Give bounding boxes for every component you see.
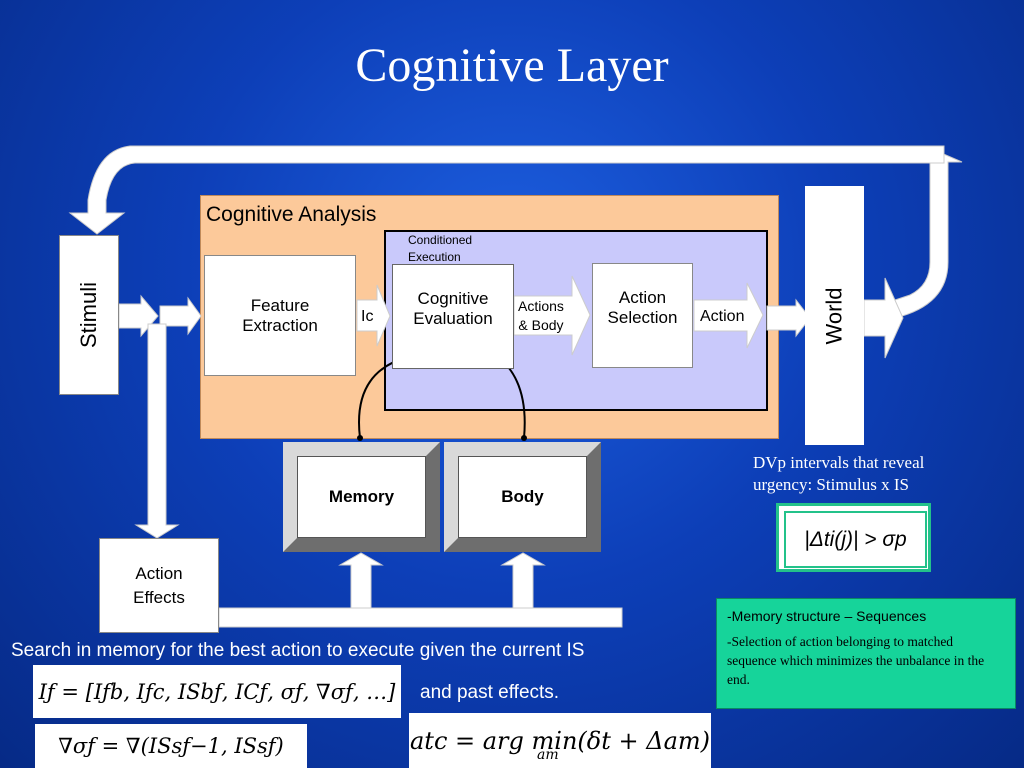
memory-curve-dot	[357, 435, 363, 441]
memory-block: Memory	[283, 442, 440, 552]
cogeval-label-line2: Evaluation	[413, 308, 493, 328]
down-to-effects-arrow	[134, 323, 180, 539]
past-effects-text: and past effects.	[420, 682, 560, 703]
bottom-feedback-bar	[218, 607, 623, 628]
feature-label-line2: Extraction	[242, 315, 318, 335]
note-memory-structure: -Memory structure – Sequences	[727, 608, 927, 624]
dvp-formula-box: |Δti(j)| > σp	[776, 503, 931, 572]
search-memory-text: Search in memory for the best action to …	[11, 640, 585, 661]
argmin-formula-text: atc = arg min(δt + Δam)	[409, 726, 710, 755]
feedback-loop-arrow	[894, 151, 963, 319]
body-block: Body	[444, 442, 601, 552]
dvp-formula: |Δti(j)| > σp	[784, 511, 927, 568]
cognitive-analysis-label: Cognitive Analysis	[206, 203, 377, 226]
action-arrow	[693, 282, 764, 349]
feature-vector-formula: Iƒ = [Iƒb, Iƒc, ISbƒ, ICƒ, σƒ, ∇σƒ, …]	[33, 665, 401, 718]
ic-label: Ic	[361, 308, 374, 325]
actsel-label-line2: Selection	[607, 307, 678, 327]
effects-label-line1: Action	[135, 563, 183, 583]
memory-to-evaluation-curve	[358, 356, 409, 439]
gradient-formula: ∇σƒ = ∇(ISsƒ−1, ISsƒ)	[35, 724, 307, 768]
stimuli-box: Stimuli	[59, 235, 119, 395]
argmin-formula: atc = arg min(δt + Δam) am	[409, 713, 711, 768]
conditioned-label-line1: Conditioned	[408, 233, 473, 247]
body-curve-dot	[521, 435, 527, 441]
feedback-top-arrow	[68, 145, 945, 235]
actions-label-line1: Actions	[518, 298, 564, 314]
actions-label-line2: & Body	[518, 317, 564, 333]
note-action-selection: -Selection of action belonging to matche…	[727, 634, 985, 687]
argmin-formula-sub: am	[537, 747, 559, 763]
world-out-arrow	[863, 277, 904, 359]
action-selection-box: Action Selection	[592, 263, 693, 368]
action-label: Action	[700, 308, 745, 325]
dvp-line2: urgency: Stimulus x IS	[753, 475, 909, 494]
dvp-description: DVp intervals that reveal urgency: Stimu…	[753, 452, 973, 496]
conditioned-execution-label: Conditioned Execution	[408, 232, 472, 266]
world-box: World	[805, 186, 864, 445]
action-effects-box: Action Effects	[99, 538, 219, 633]
to-world-arrow	[766, 298, 811, 338]
up-to-body-arrow	[500, 552, 546, 609]
dvp-line1: DVp intervals that reveal	[753, 453, 925, 472]
notes-box: -Memory structure – Sequences -Selection…	[716, 598, 1016, 709]
memory-label: Memory	[297, 456, 426, 538]
actions-body-arrow	[513, 275, 591, 356]
world-label: World	[821, 286, 847, 345]
cogeval-label-line1: Cognitive	[417, 288, 489, 308]
page-title: Cognitive Layer	[355, 39, 669, 92]
ic-arrow	[356, 284, 391, 347]
cognitive-evaluation-box: Cognitive Evaluation	[392, 264, 514, 369]
feature-extraction-box: Feature Extraction	[204, 255, 356, 376]
actions-body-label: Actions & Body	[518, 297, 564, 335]
stimuli-label: Stimuli	[76, 281, 102, 349]
feature-label-line1: Feature	[250, 295, 310, 315]
effects-label-line2: Effects	[133, 587, 185, 607]
actsel-label-line1: Action	[618, 287, 667, 307]
body-label: Body	[458, 456, 587, 538]
up-to-memory-arrow	[338, 552, 384, 609]
conditioned-label-line2: Execution	[408, 250, 461, 264]
